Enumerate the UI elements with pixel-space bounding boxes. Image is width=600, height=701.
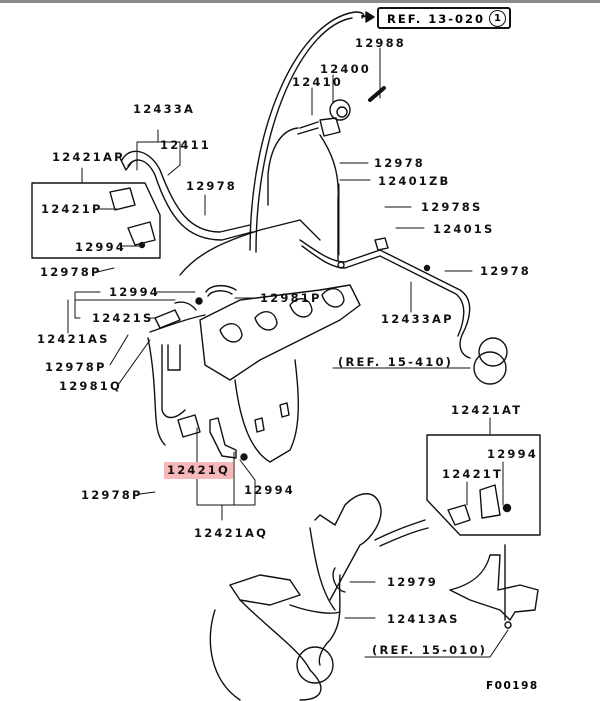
reference-13-020-text: REF. 13-020 bbox=[387, 12, 486, 26]
part-label-12978-right[interactable]: 12978 bbox=[374, 156, 426, 170]
hose-12421AP bbox=[119, 150, 253, 241]
hose-12433AP bbox=[299, 237, 471, 359]
part-label-12421Q-highlighted[interactable]: 12421Q bbox=[164, 462, 233, 479]
part-label-12981P[interactable]: 12981P bbox=[260, 291, 322, 305]
solenoid-hoses bbox=[267, 127, 339, 261]
hose-12981Q bbox=[147, 314, 206, 446]
part-label-12994-bottom[interactable]: 12994 bbox=[244, 483, 296, 497]
sensor-12421S bbox=[154, 301, 197, 329]
part-label-12981Q[interactable]: 12981Q bbox=[59, 379, 122, 393]
leader-lines bbox=[67, 47, 509, 658]
window-top-border bbox=[0, 0, 600, 3]
part-label-12413AS[interactable]: 12413AS bbox=[387, 612, 460, 626]
part-label-12421AQ[interactable]: 12421AQ bbox=[194, 526, 269, 540]
part-label-12421S[interactable]: 12421S bbox=[92, 311, 154, 325]
upper-vacuum-hose bbox=[249, 11, 375, 253]
turbocharger bbox=[209, 493, 429, 701]
part-label-12421AS[interactable]: 12421AS bbox=[37, 332, 110, 346]
part-label-12411[interactable]: 12411 bbox=[160, 138, 212, 152]
reference-15-010[interactable]: (REF. 15-010) bbox=[372, 643, 488, 657]
part-label-12988[interactable]: 12988 bbox=[355, 36, 407, 50]
part-label-12979[interactable]: 12979 bbox=[387, 575, 439, 589]
box-12421AT bbox=[426, 434, 541, 536]
part-label-12421AP[interactable]: 12421AP bbox=[52, 150, 125, 164]
part-label-12978P-left[interactable]: 12978P bbox=[40, 265, 102, 279]
part-label-12410[interactable]: 12410 bbox=[292, 75, 344, 89]
bracket-ref-15-010 bbox=[449, 544, 539, 629]
part-label-12400[interactable]: 12400 bbox=[320, 62, 372, 76]
intake-manifold bbox=[179, 219, 361, 463]
part-label-12421T[interactable]: 12421T bbox=[442, 467, 504, 481]
solenoid-valve-12400 bbox=[297, 86, 386, 137]
part-label-12421AT[interactable]: 12421AT bbox=[451, 403, 523, 417]
hose-12413AS bbox=[289, 567, 346, 666]
reference-15-410[interactable]: (REF. 15-410) bbox=[338, 355, 454, 369]
canister-ref-15-410 bbox=[473, 337, 508, 385]
part-label-12994-mid[interactable]: 12994 bbox=[109, 285, 161, 299]
reference-13-020-box[interactable]: REF. 13-020 1 bbox=[377, 7, 511, 29]
part-label-12978-far-right[interactable]: 12978 bbox=[480, 264, 532, 278]
part-label-12401S[interactable]: 12401S bbox=[433, 222, 495, 236]
part-label-12433AP[interactable]: 12433AP bbox=[381, 312, 454, 326]
figure-code: F00198 bbox=[486, 680, 539, 692]
bracket-12421AQ bbox=[177, 414, 248, 461]
part-label-12994-box[interactable]: 12994 bbox=[75, 240, 127, 254]
box-12421AP bbox=[31, 182, 161, 259]
reference-circled-number: 1 bbox=[489, 10, 506, 27]
part-label-12978P-mid[interactable]: 12978P bbox=[45, 360, 107, 374]
part-label-12978-top[interactable]: 12978 bbox=[186, 179, 238, 193]
part-label-12401ZB[interactable]: 12401ZB bbox=[378, 174, 451, 188]
part-label-12994-box-right[interactable]: 12994 bbox=[487, 447, 539, 461]
part-label-12433A[interactable]: 12433A bbox=[133, 102, 196, 116]
part-label-12978S[interactable]: 12978S bbox=[421, 200, 483, 214]
part-label-12421P[interactable]: 12421P bbox=[41, 202, 103, 216]
part-label-12978P-bottom[interactable]: 12978P bbox=[81, 488, 143, 502]
hose-12981P bbox=[195, 285, 237, 305]
